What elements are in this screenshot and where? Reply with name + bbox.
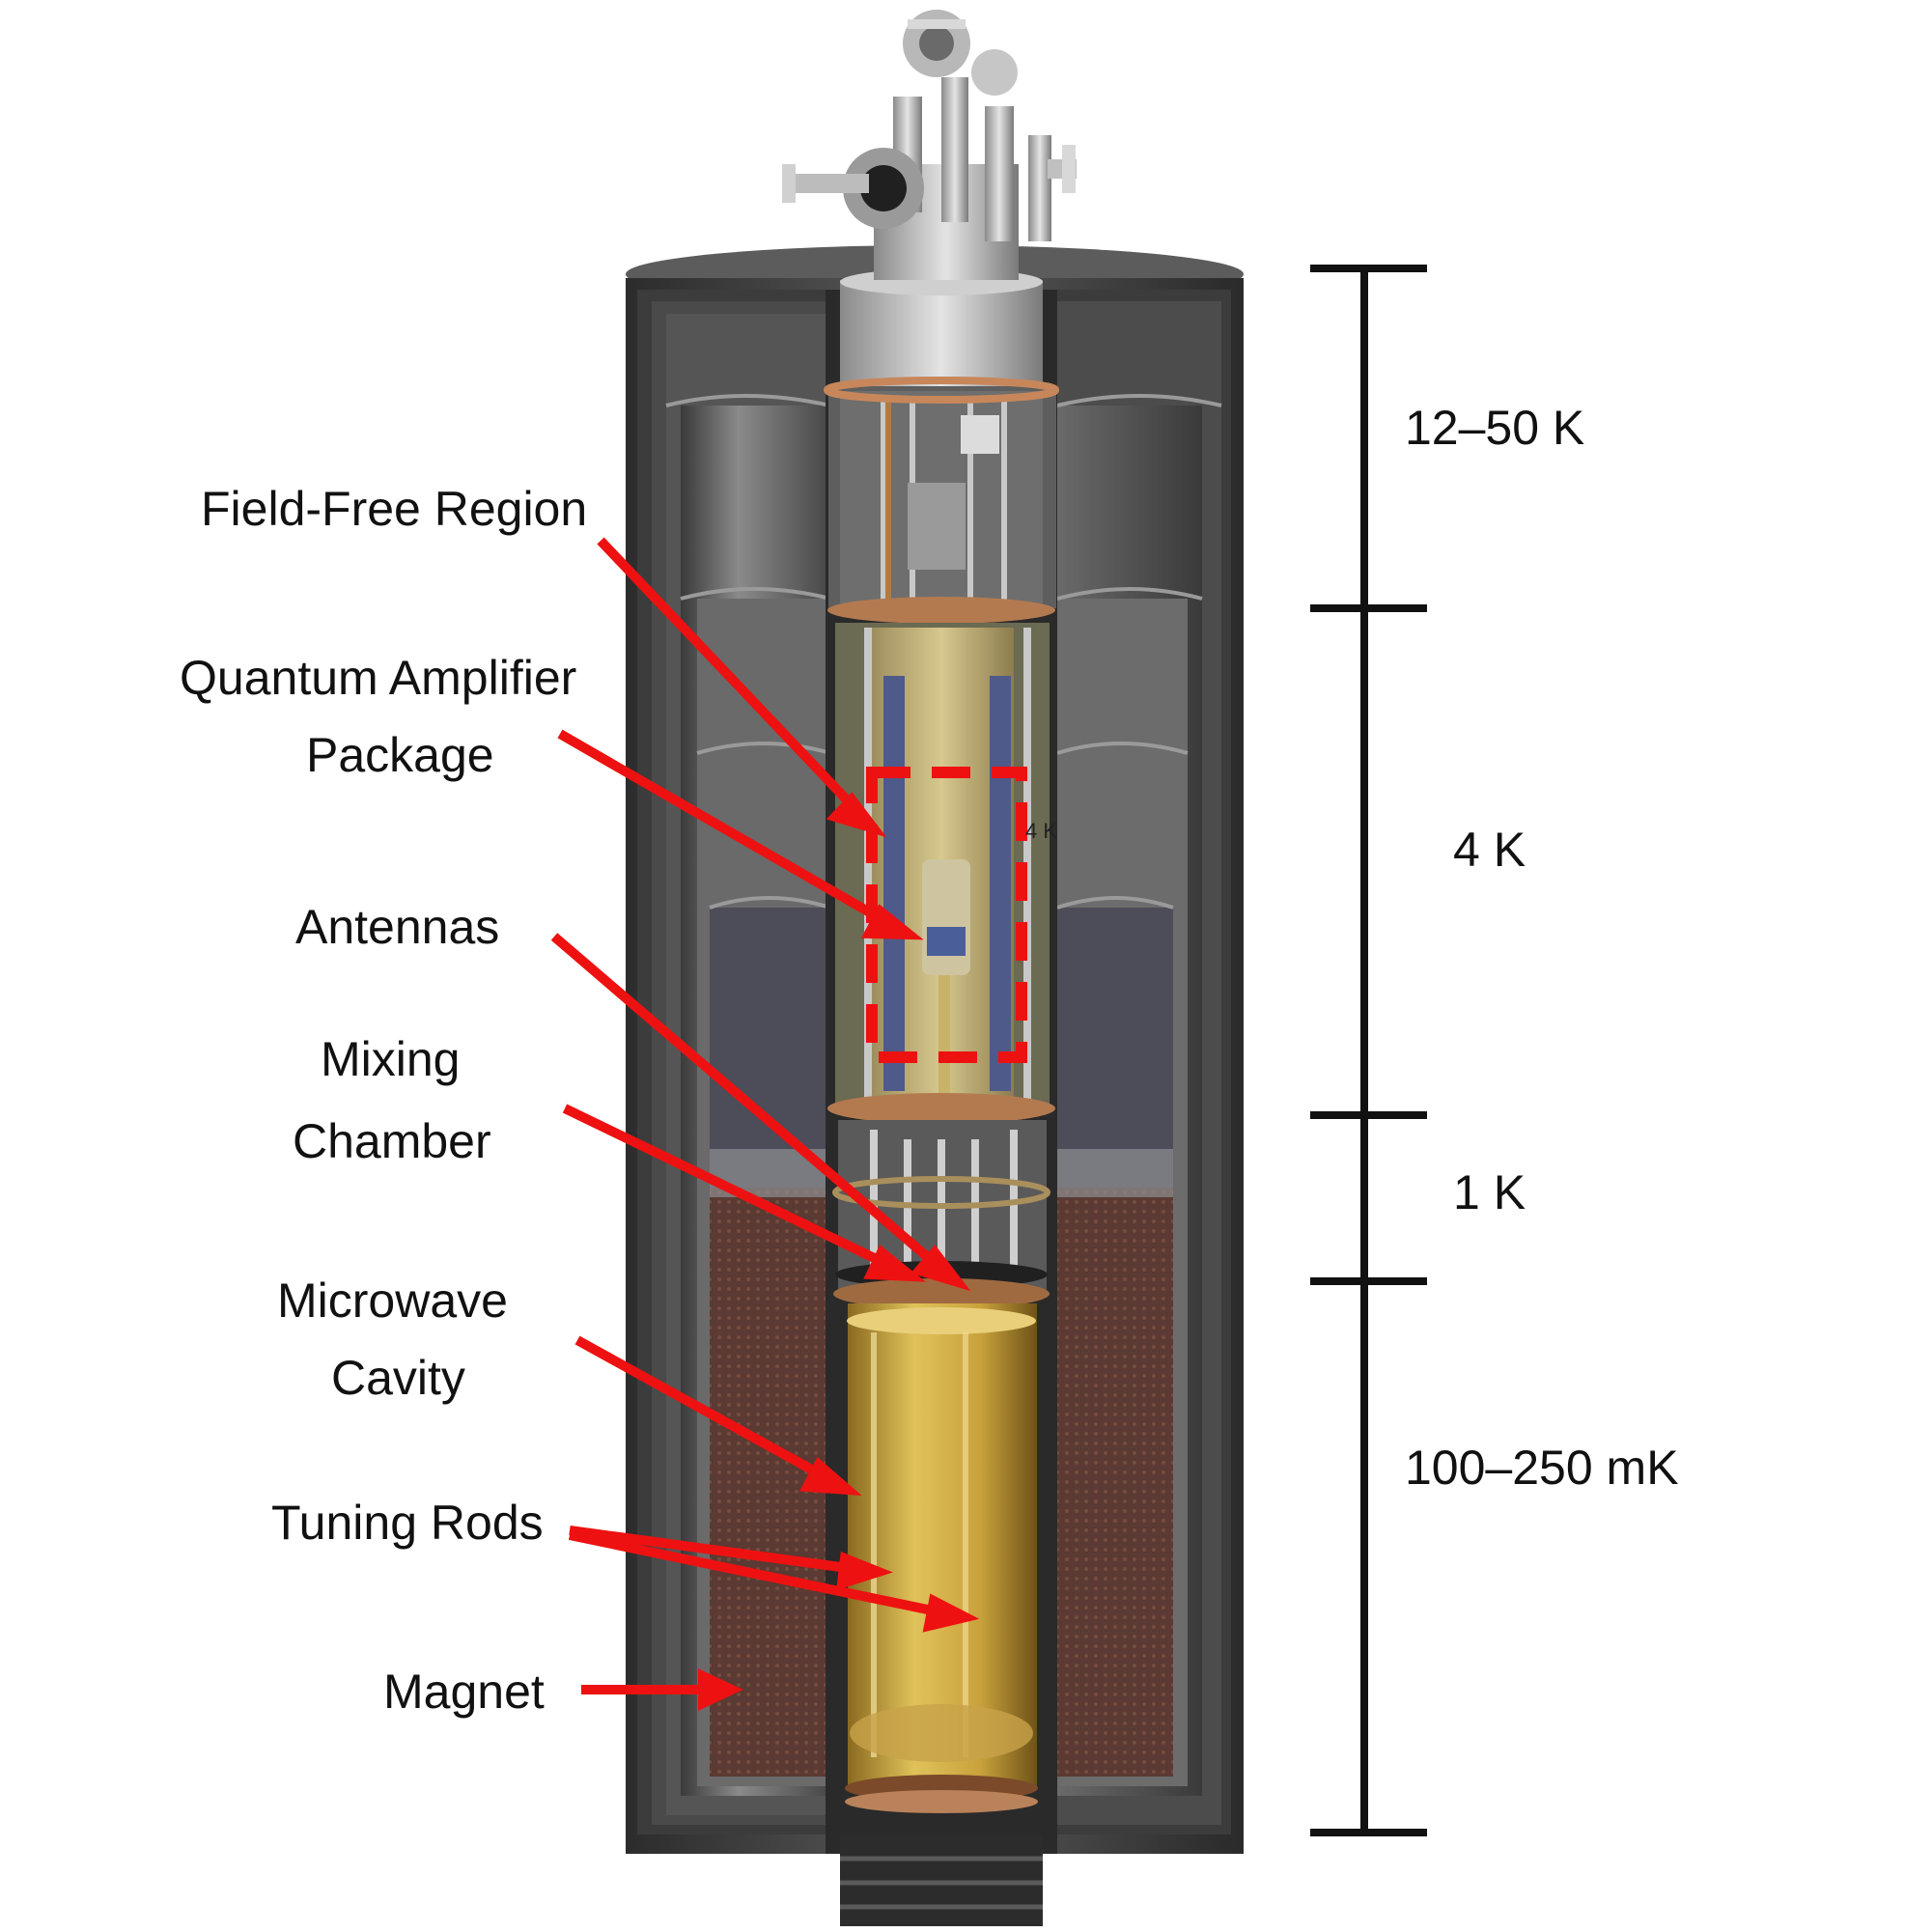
label-microwave-cavity-line2: Cavity <box>331 1351 465 1405</box>
mixing-chamber-plate <box>833 1278 1050 1309</box>
label-field-free-region: Field-Free Region <box>201 482 588 536</box>
top-flange <box>840 280 1043 386</box>
label-antennas: Antennas <box>295 900 500 954</box>
plate-50k <box>827 597 1055 624</box>
temp-label-1k: 1 K <box>1453 1165 1526 1219</box>
temperature-scale <box>1310 265 1427 1836</box>
label-quantum-amplifier-line2: Package <box>306 728 494 782</box>
label-arrows <box>550 537 980 1711</box>
shell-ledges <box>665 394 1222 910</box>
inner-stage-tag: 4 K <box>1025 819 1058 843</box>
shield-bar-left <box>883 676 905 1091</box>
temp-label-100-250mk: 100–250 mK <box>1405 1441 1679 1495</box>
label-mixing-chamber-line1: Mixing <box>321 1032 461 1086</box>
label-mixing-chamber-line2: Chamber <box>293 1114 491 1168</box>
temp-label-4k: 4 K <box>1453 823 1526 877</box>
label-tuning-rods: Tuning Rods <box>271 1496 544 1550</box>
shield-bar-right <box>990 676 1011 1091</box>
amplifier-package <box>922 859 970 975</box>
label-quantum-amplifier-line1: Quantum Amplifier <box>180 651 577 705</box>
label-magnet: Magnet <box>383 1665 545 1719</box>
label-microwave-cavity-line1: Microwave <box>277 1274 508 1328</box>
magnet-right <box>1057 1188 1173 1777</box>
valve-assembly <box>782 10 1077 280</box>
plate-4k <box>827 1093 1055 1124</box>
temp-label-12-50k: 12–50 K <box>1405 401 1585 455</box>
